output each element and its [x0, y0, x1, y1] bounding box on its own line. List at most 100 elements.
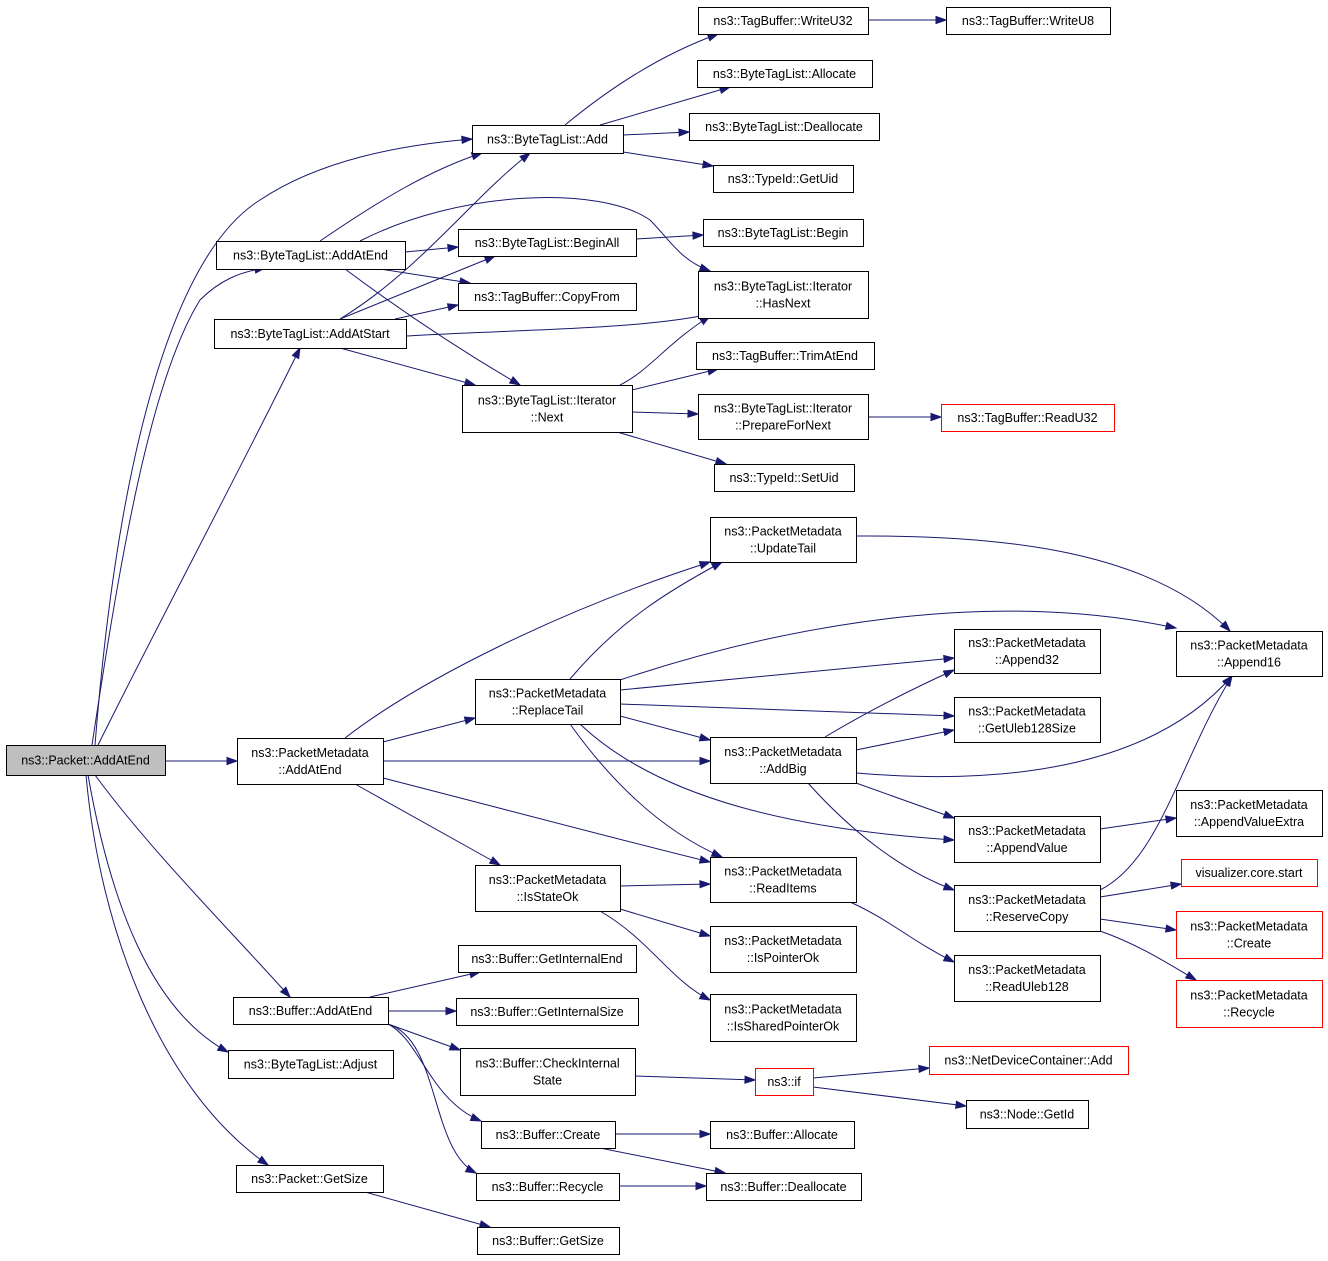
arrowhead	[942, 810, 956, 819]
node-root[interactable]: ns3::Packet::AddAtEnd	[6, 745, 166, 776]
node-label: ::IsSharedPointerOk	[727, 1020, 840, 1034]
arrowhead	[695, 1181, 708, 1191]
node-buf-getsize[interactable]: ns3::Buffer::GetSize	[477, 1227, 620, 1255]
node-pm-appendvalueextra[interactable]: ns3::PacketMetadata::AppendValueExtra	[1176, 790, 1323, 837]
edge-line	[635, 234, 704, 240]
arrowhead	[1169, 881, 1183, 890]
node-box	[233, 997, 389, 1025]
edge-pm_replacetail-to-pm_append16	[619, 610, 1178, 681]
node-label: ::PrepareForNext	[735, 419, 831, 433]
node-tid-getuid[interactable]: ns3::TypeId::GetUid	[713, 165, 854, 193]
node-box	[698, 271, 869, 319]
node-ns3-if[interactable]: ns3::if	[755, 1068, 814, 1096]
node-box	[475, 865, 621, 912]
node-btl-allocate[interactable]: ns3::ByteTagList::Allocate	[697, 60, 873, 88]
node-label: ns3::PacketMetadata	[968, 824, 1085, 838]
edge-root-to-btl_adjust	[87, 774, 230, 1053]
node-btl-deallocate[interactable]: ns3::ByteTagList::Deallocate	[689, 113, 880, 141]
node-btl-begin[interactable]: ns3::ByteTagList::Begin	[703, 219, 864, 247]
node-pm-getuleb[interactable]: ns3::PacketMetadata::GetUleb128Size	[954, 697, 1101, 743]
node-buf-create[interactable]: ns3::Buffer::Create	[481, 1121, 616, 1149]
node-pm-append32[interactable]: ns3::PacketMetadata::Append32	[954, 629, 1101, 674]
edge-line	[622, 151, 714, 167]
node-tb-readu32[interactable]: ns3::TagBuffer::ReadU32	[941, 404, 1115, 432]
node-label: ns3::ByteTagList::Iterator	[714, 402, 852, 416]
node-btl-addatstart[interactable]: ns3::ByteTagList::AddAtStart	[214, 319, 407, 349]
node-pm-readuleb[interactable]: ns3::PacketMetadata::ReadUleb128	[954, 955, 1101, 1002]
arrowhead	[942, 669, 956, 679]
edge-line	[364, 1191, 491, 1228]
node-pm-reservecopy[interactable]: ns3::PacketMetadata::ReserveCopy	[954, 885, 1101, 932]
node-btl-adjust[interactable]: ns3::ByteTagList::Adjust	[228, 1050, 394, 1079]
node-ndc-add[interactable]: ns3::NetDeviceContainer::Add	[929, 1046, 1129, 1075]
arrowhead	[943, 835, 956, 844]
node-pm-ispointerok[interactable]: ns3::PacketMetadata::IsPointerOk	[710, 926, 857, 973]
node-btl-it-hasnext[interactable]: ns3::ByteTagList::Iterator::HasNext	[698, 271, 869, 319]
node-pm-recycle[interactable]: ns3::PacketMetadata::Recycle	[1176, 980, 1323, 1028]
node-tb-copyfrom[interactable]: ns3::TagBuffer::CopyFrom	[458, 283, 637, 311]
node-pm-issharedpointerok[interactable]: ns3::PacketMetadata::IsSharedPointerOk	[710, 994, 857, 1042]
node-pm-addbig[interactable]: ns3::PacketMetadata::AddBig	[710, 737, 857, 784]
node-buf-addatend[interactable]: ns3::Buffer::AddAtEnd	[233, 997, 389, 1025]
node-box	[481, 1121, 616, 1149]
node-label: ::HasNext	[756, 297, 811, 311]
node-pm-appendvalue[interactable]: ns3::PacketMetadata::AppendValue	[954, 816, 1101, 863]
node-buf-getinternalend[interactable]: ns3::Buffer::GetInternalEnd	[458, 945, 637, 973]
edge-buf_recycle-to-buf_deallocate	[619, 1181, 708, 1191]
node-box	[696, 342, 875, 370]
node-buf-deallocate[interactable]: ns3::Buffer::Deallocate	[706, 1173, 862, 1201]
node-node-getid[interactable]: ns3::Node::GetId	[966, 1100, 1089, 1129]
edge-line	[359, 197, 711, 272]
node-pm-readitems[interactable]: ns3::PacketMetadata::ReadItems	[710, 857, 857, 903]
edge-line	[634, 1075, 756, 1081]
node-btl-it-prepare[interactable]: ns3::ByteTagList::Iterator::PrepareForNe…	[698, 394, 869, 440]
node-label: ns3::PacketMetadata	[724, 1003, 841, 1017]
node-pkt-getsize[interactable]: ns3::Packet::GetSize	[236, 1165, 384, 1193]
node-label: ::AddBig	[759, 762, 806, 776]
nodes-layer: ns3::Packet::AddAtEndns3::ByteTagList::A…	[6, 7, 1323, 1255]
node-box	[472, 125, 624, 154]
edge-line	[339, 347, 476, 386]
node-btl-beginall[interactable]: ns3::ByteTagList::BeginAll	[458, 229, 637, 257]
edge-ns3_if-to-ndc_add	[812, 1064, 931, 1079]
node-pm-create[interactable]: ns3::PacketMetadata::Create	[1176, 911, 1323, 959]
node-label: ::Next	[531, 411, 564, 425]
node-buf-recycle[interactable]: ns3::Buffer::Recycle	[476, 1173, 620, 1201]
edge-buf_create-to-buf_deallocate	[599, 1147, 727, 1176]
node-tb-trimatend[interactable]: ns3::TagBuffer::TrimAtEnd	[696, 342, 875, 370]
edge-btl_it_next-to-tid_setuid	[616, 431, 728, 466]
node-tid-setuid[interactable]: ns3::TypeId::SetUid	[714, 464, 855, 492]
edge-buf_addatend-to-buf_getinternalsize	[388, 1006, 458, 1016]
node-vis-start[interactable]: visualizer.core.start	[1181, 859, 1318, 887]
arrowhead	[942, 728, 956, 737]
arrowhead	[710, 561, 724, 571]
arrowhead	[935, 15, 948, 25]
node-btl-it-next[interactable]: ns3::ByteTagList::Iterator::Next	[462, 385, 633, 433]
node-pm-addatend[interactable]: ns3::PacketMetadata::AddAtEnd	[237, 738, 384, 785]
node-label: ns3::Buffer::Create	[496, 1128, 601, 1142]
node-buf-getinternalsize[interactable]: ns3::Buffer::GetInternalSize	[456, 998, 639, 1026]
node-label: ns3::PacketMetadata	[968, 636, 1085, 650]
edge-btl_add-to-tid_getuid	[622, 151, 715, 169]
edge-pm_isstateok-to-pm_issharedpointerok	[599, 910, 712, 1001]
node-tb-writeu32[interactable]: ns3::TagBuffer::WriteU32	[698, 7, 869, 35]
node-pm-updatetail[interactable]: ns3::PacketMetadata::UpdateTail	[710, 517, 857, 563]
node-pm-append16[interactable]: ns3::PacketMetadata::Append16	[1176, 631, 1323, 677]
node-pm-replacetail[interactable]: ns3::PacketMetadata::ReplaceTail	[475, 679, 621, 725]
edge-btl_addatend-to-btl_it_hasnext	[359, 197, 712, 272]
node-tb-writeu8[interactable]: ns3::TagBuffer::WriteU8	[946, 7, 1111, 35]
node-pm-isstateok[interactable]: ns3::PacketMetadata::IsStateOk	[475, 865, 621, 912]
edge-line	[91, 267, 266, 746]
node-box	[476, 1173, 620, 1201]
edge-line	[812, 1086, 967, 1107]
node-label: ::IsPointerOk	[747, 951, 820, 965]
arrowhead	[445, 1006, 458, 1016]
edge-line	[599, 910, 711, 1001]
node-btl-addatend[interactable]: ns3::ByteTagList::AddAtEnd	[216, 241, 406, 270]
node-buf-allocate[interactable]: ns3::Buffer::Allocate	[710, 1121, 855, 1149]
node-label: ns3::PacketMetadata	[489, 687, 606, 701]
node-btl-add[interactable]: ns3::ByteTagList::Add	[472, 125, 624, 154]
edge-line	[382, 777, 711, 863]
edge-line	[619, 883, 711, 887]
